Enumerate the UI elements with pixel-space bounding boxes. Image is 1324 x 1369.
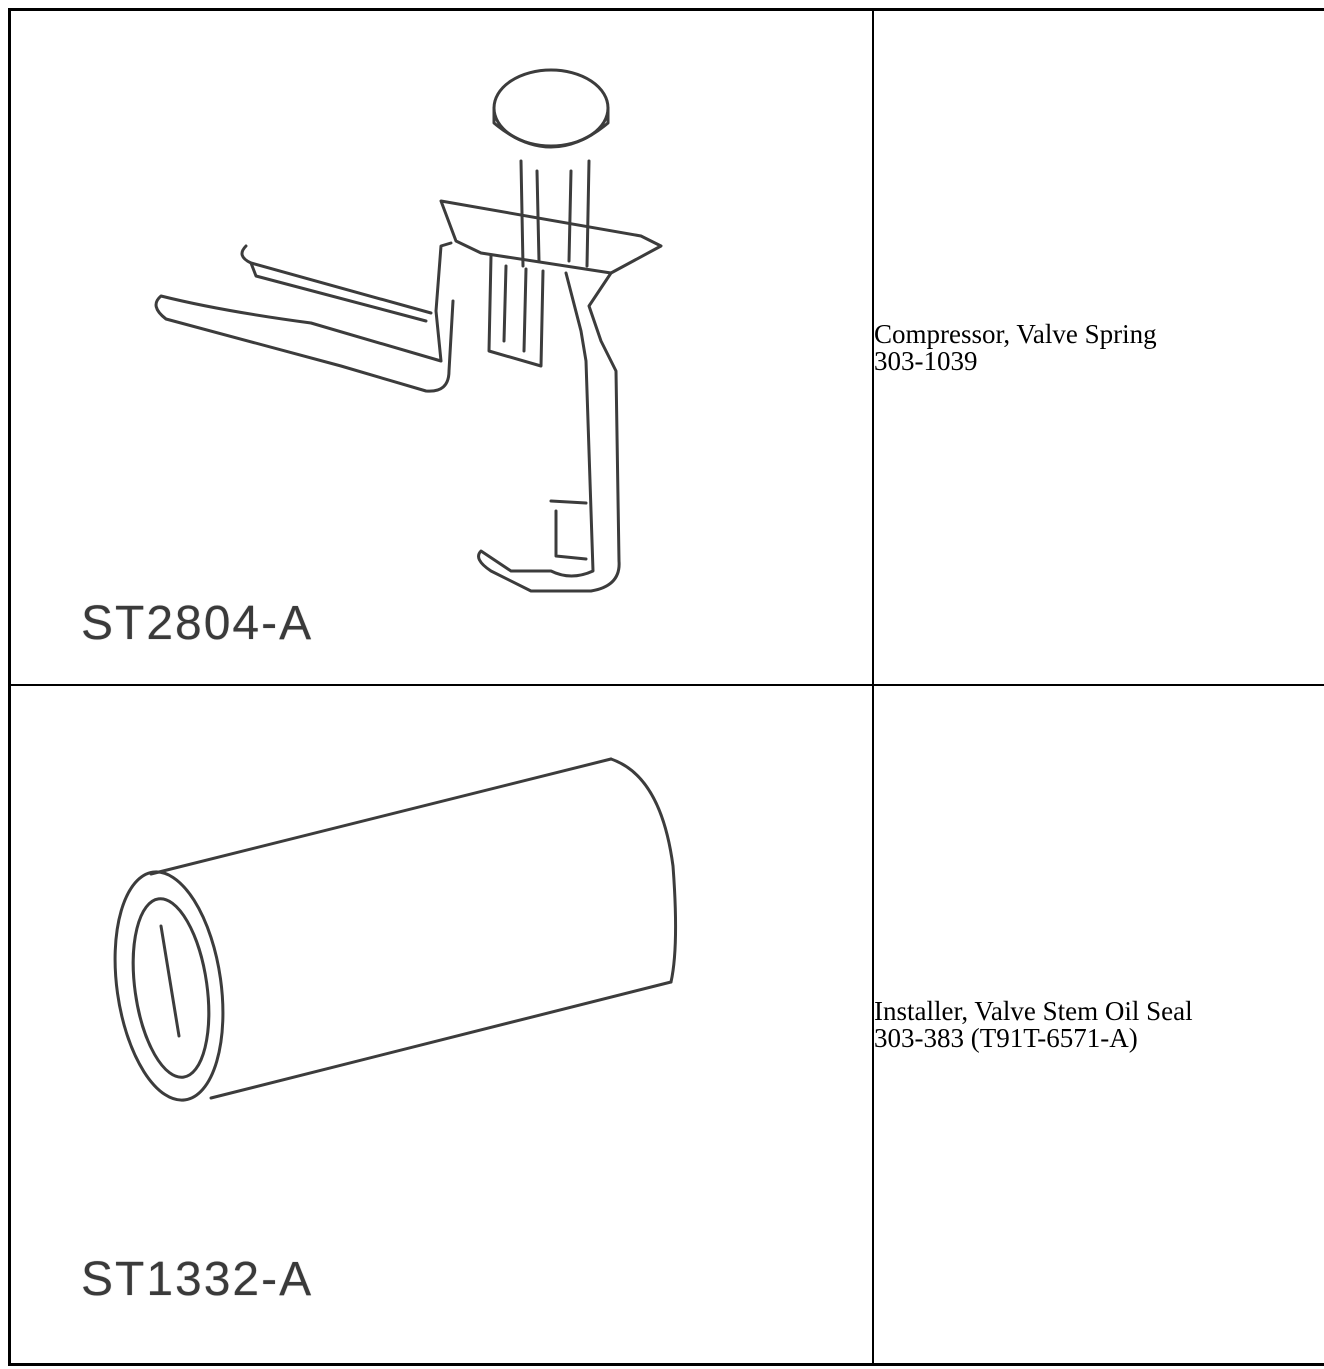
valve-stem-seal-installer-icon	[113, 757, 678, 1102]
tool-illustration-cell: ST2804-A	[8, 8, 874, 686]
tool-description-cell: Installer, Valve Stem Oil Seal 303-383 (…	[872, 684, 1324, 1366]
tool-image-code: ST1332-A	[81, 1253, 314, 1306]
table-row: ST1332-A Installer, Valve Stem Oil Seal …	[8, 684, 1324, 1366]
tool-number: 303-1039	[874, 345, 978, 376]
valve-spring-compressor-icon	[154, 68, 663, 593]
special-tools-table: ST2804-A Compressor, Valve Spring 303-10…	[8, 8, 1324, 1366]
tool-illustration-cell: ST1332-A	[8, 684, 874, 1366]
tool-description-cell: Compressor, Valve Spring 303-1039	[872, 8, 1324, 686]
tool-name: Installer, Valve Stem Oil Seal	[874, 995, 1193, 1026]
tool-image-code: ST2804-A	[81, 597, 314, 650]
tool-name: Compressor, Valve Spring	[874, 318, 1157, 349]
table-row: ST2804-A Compressor, Valve Spring 303-10…	[8, 8, 1324, 686]
tool-number: 303-383 (T91T-6571-A)	[874, 1022, 1138, 1053]
